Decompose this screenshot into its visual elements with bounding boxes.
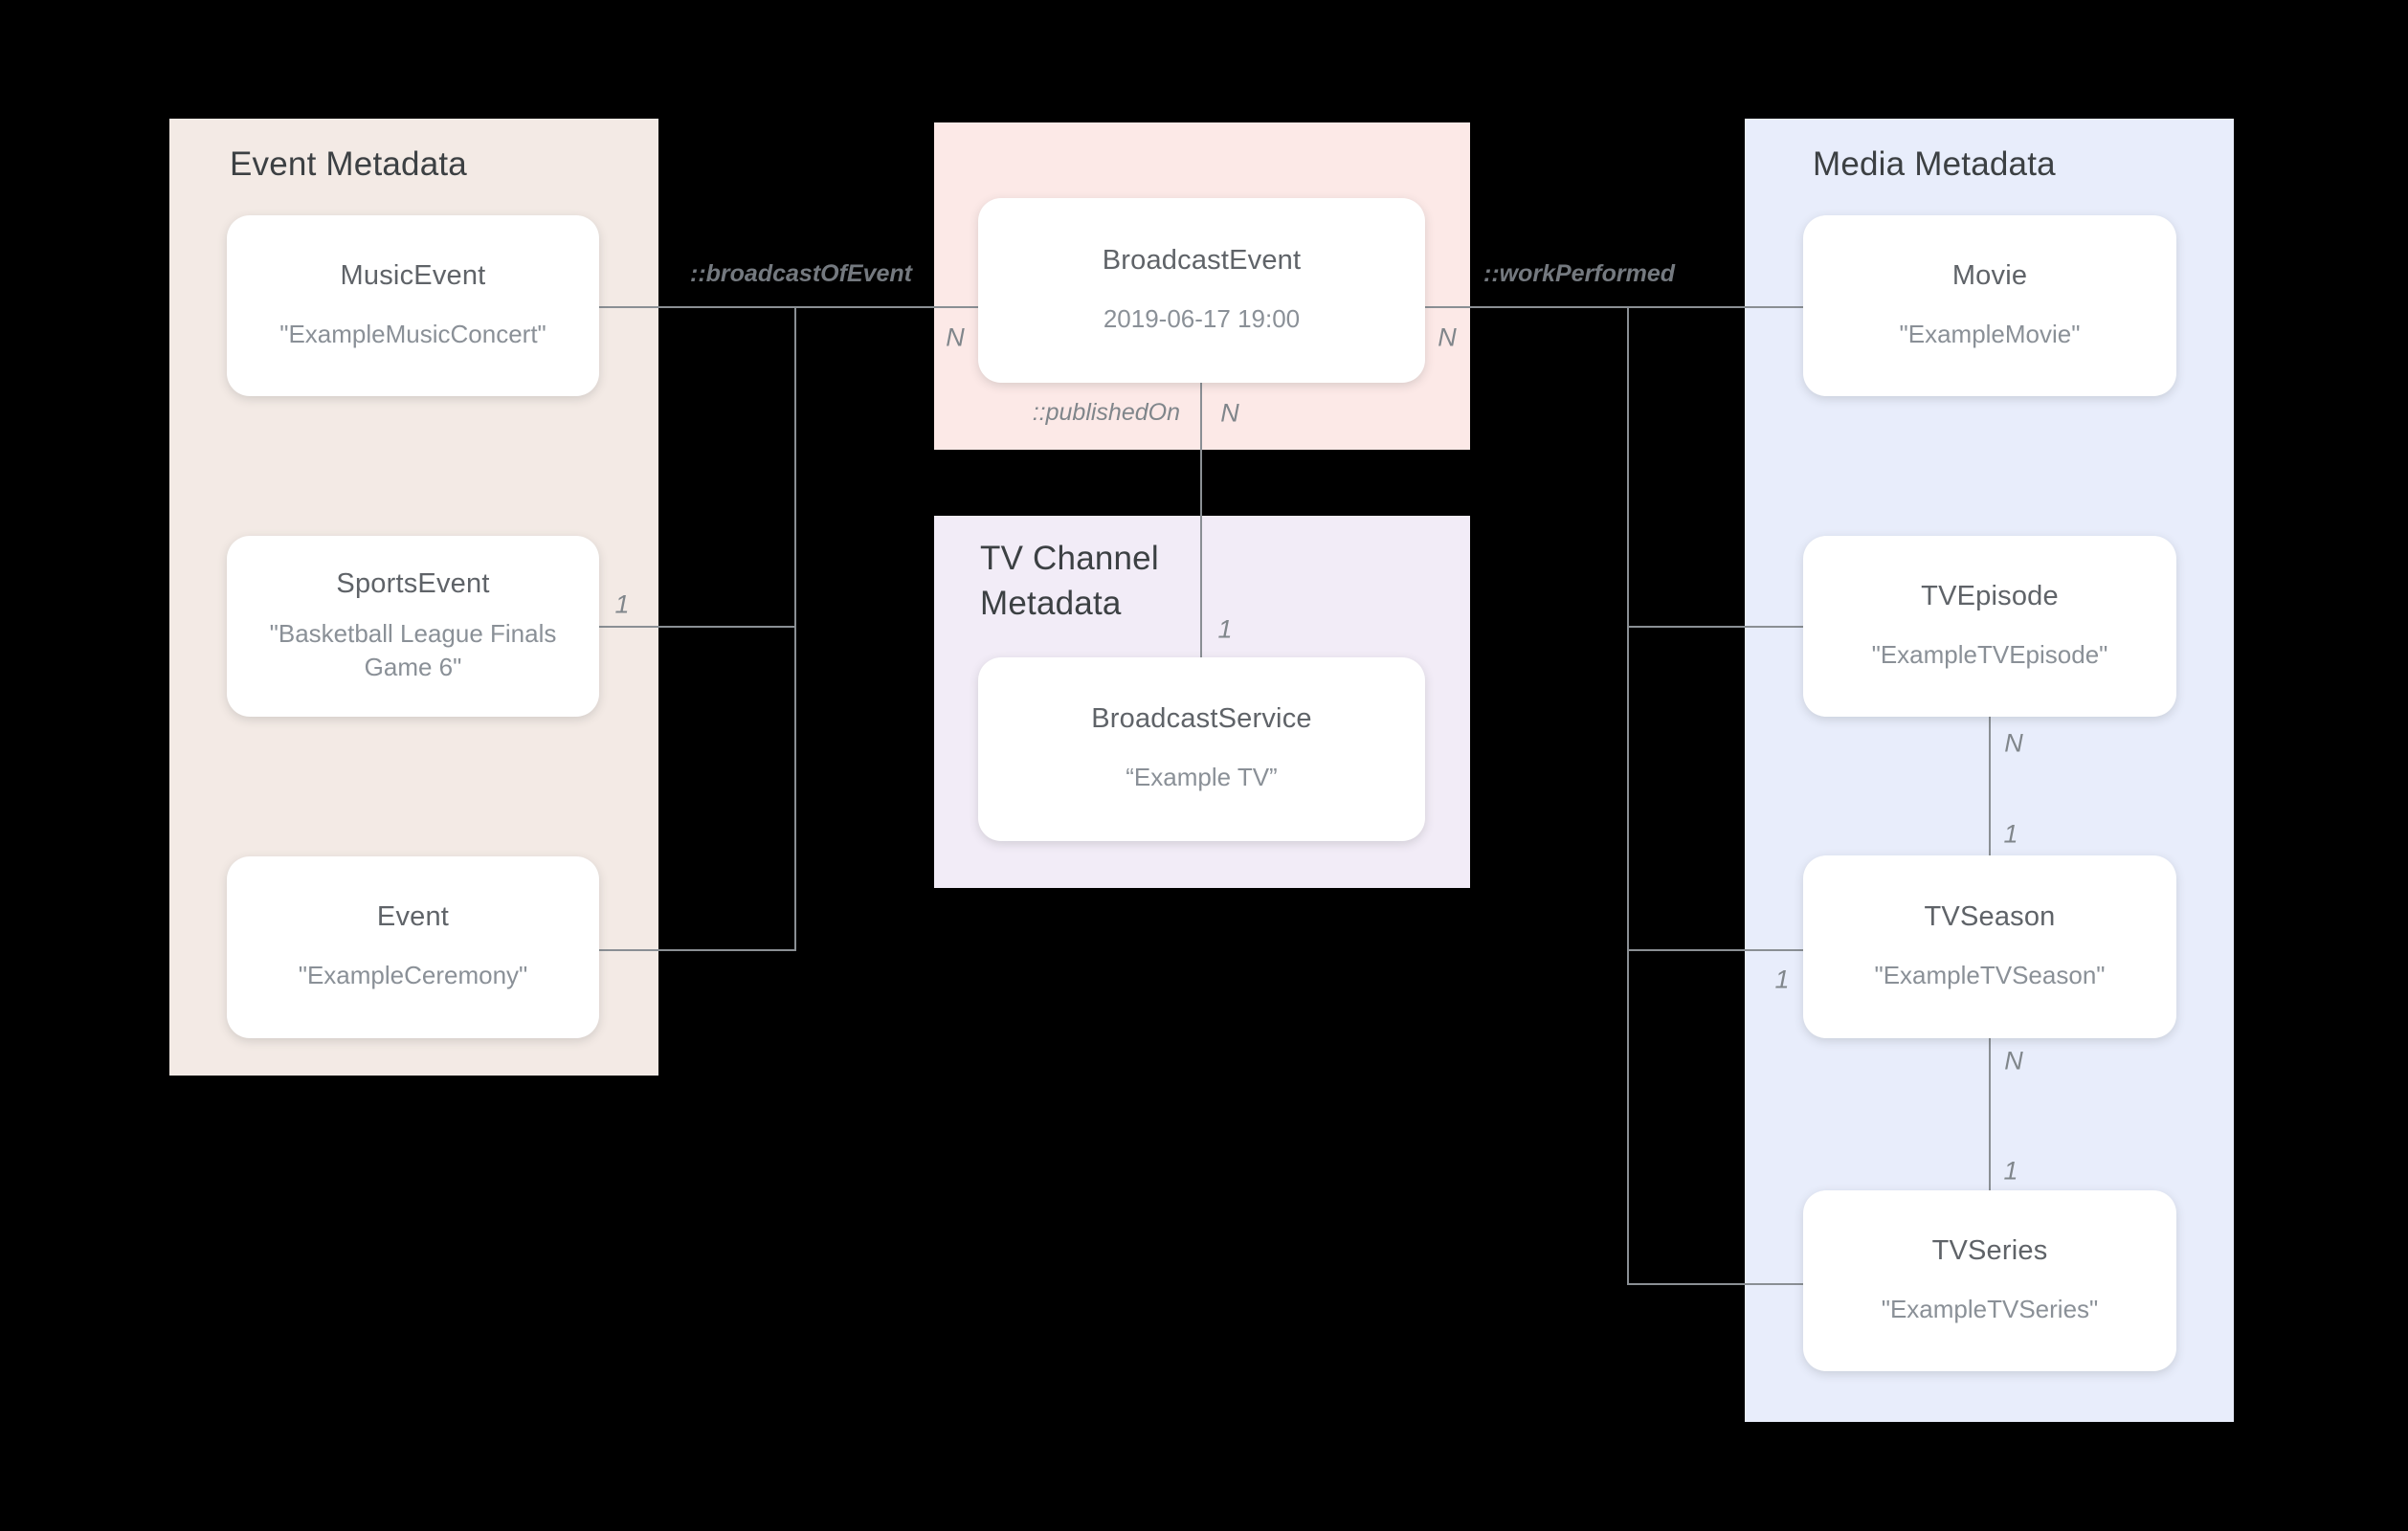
cardinality-tvseason-left-one: 1	[1774, 965, 1790, 994]
connector-right-trunk	[1627, 306, 1629, 1285]
tv-episode-value: "ExampleTVEpisode"	[1871, 639, 2108, 669]
music-event-title: MusicEvent	[340, 259, 486, 291]
broadcast-event-card: BroadcastEvent 2019-06-17 19:00	[978, 198, 1425, 383]
cardinality-publishedon-n: N	[1220, 398, 1239, 428]
relation-workperformed-label: ::workPerformed	[1483, 260, 1676, 287]
tv-series-card: TVSeries "ExampleTVSeries"	[1803, 1190, 2176, 1371]
movie-title: Movie	[1951, 259, 2028, 291]
connector-trunk-tvseason	[1627, 949, 1803, 951]
connector-tvseason-tvseries	[1989, 1038, 1991, 1190]
music-event-card: MusicEvent "ExampleMusicConcert"	[227, 215, 599, 396]
connector-broadcastevent-broadcastservice	[1200, 383, 1202, 657]
cardinality-tvseason-top-one: 1	[2003, 819, 2018, 849]
tv-season-value: "ExampleTVSeason"	[1874, 960, 2106, 989]
broadcast-event-title: BroadcastEvent	[1102, 244, 1302, 276]
event-value: "ExampleCeremony"	[298, 961, 528, 990]
cardinality-sportsevent-one: 1	[614, 589, 630, 619]
broadcast-service-title: BroadcastService	[1091, 703, 1312, 735]
relation-publishedon-label: ::publishedOn	[1032, 399, 1180, 426]
cardinality-tvseason-bottom-n: N	[2004, 1046, 2023, 1076]
sports-event-title: SportsEvent	[336, 567, 490, 599]
tv-series-title: TVSeries	[1931, 1234, 2048, 1266]
connector-trunk-tvepisode	[1627, 626, 1803, 628]
cardinality-tvepisode-n: N	[2004, 728, 2023, 758]
connector-left-trunk	[794, 306, 796, 951]
media-metadata-title: Media Metadata	[1813, 145, 2056, 183]
tv-episode-title: TVEpisode	[1921, 580, 2059, 611]
connector-tvepisode-tvseason	[1989, 717, 1991, 855]
tv-episode-card: TVEpisode "ExampleTVEpisode"	[1803, 536, 2176, 717]
music-event-value: "ExampleMusicConcert"	[279, 319, 546, 348]
relation-broadcastofevent-label: ::broadcastOfEvent	[690, 260, 912, 287]
event-title: Event	[376, 901, 450, 933]
broadcast-event-value: 2019-06-17 19:00	[1103, 303, 1301, 333]
broadcast-service-value: “Example TV”	[1126, 763, 1278, 792]
movie-card: Movie "ExampleMovie"	[1803, 215, 2176, 396]
tv-series-value: "ExampleTVSeries"	[1881, 1294, 2099, 1323]
tv-season-title: TVSeason	[1924, 900, 2056, 932]
cardinality-tvseries-one: 1	[2003, 1156, 2018, 1186]
tv-channel-metadata-title: TV Channel Metadata	[980, 540, 1159, 623]
event-metadata-title: Event Metadata	[230, 145, 467, 183]
connector-broadcastevent-movie	[1425, 306, 1803, 308]
sports-event-card: SportsEvent "Basketball League Finals Ga…	[227, 536, 599, 717]
cardinality-broadcast-right-n: N	[1438, 322, 1457, 352]
connector-event-trunk	[599, 949, 794, 951]
movie-value: "ExampleMovie"	[1899, 319, 2081, 348]
tv-season-card: TVSeason "ExampleTVSeason"	[1803, 855, 2176, 1038]
cardinality-broadcast-left-n: N	[946, 322, 965, 352]
connector-sportsevent-trunk	[599, 626, 794, 628]
broadcast-service-card: BroadcastService “Example TV”	[978, 657, 1425, 841]
sports-event-value: "Basketball League Finals Game 6"	[269, 618, 557, 681]
connector-trunk-tvseries	[1627, 1283, 1803, 1285]
cardinality-publishedon-one: 1	[1217, 614, 1233, 644]
connector-musicevent-broadcastevent	[599, 306, 978, 308]
event-card: Event "ExampleCeremony"	[227, 856, 599, 1038]
